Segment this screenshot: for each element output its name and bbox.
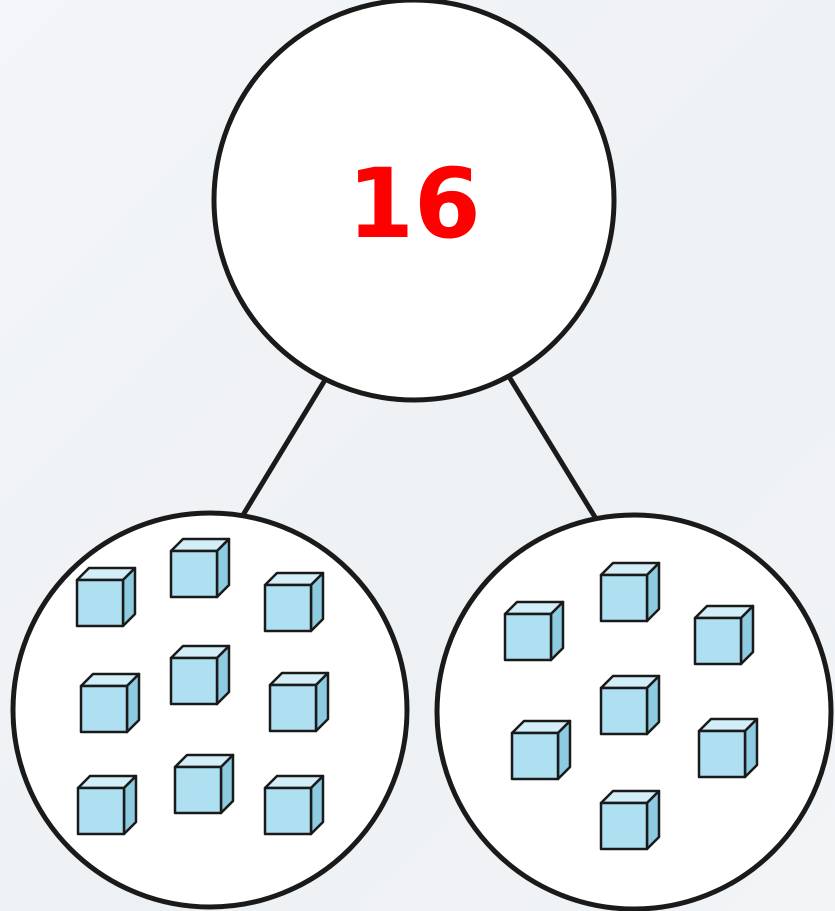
cube-icon: [76, 774, 138, 836]
cube-icon: [263, 774, 325, 836]
right-part-node: [434, 512, 834, 911]
cube-icon: [268, 671, 330, 733]
cube-icon: [79, 672, 141, 734]
whole-circle: [211, 0, 617, 403]
cube-icon: [510, 719, 572, 781]
cube-icon: [263, 571, 325, 633]
left-part-cubes: [75, 537, 330, 836]
cube-icon: [75, 566, 137, 628]
connector-line-right: [505, 373, 601, 524]
connector-line-left: [237, 378, 328, 522]
left-part-node: [10, 510, 410, 910]
cube-icon: [697, 717, 759, 779]
cube-icon: [599, 789, 661, 851]
total-value: 16: [347, 148, 481, 260]
cube-icon: [169, 537, 231, 599]
cube-icon: [173, 753, 235, 815]
cube-icon: [169, 644, 231, 706]
cube-icon: [693, 604, 755, 666]
right-part-cubes: [503, 561, 759, 851]
cube-icon: [599, 674, 661, 736]
whole-node: 16: [211, 0, 617, 403]
cube-icon: [503, 600, 565, 662]
cube-icon: [599, 561, 661, 623]
